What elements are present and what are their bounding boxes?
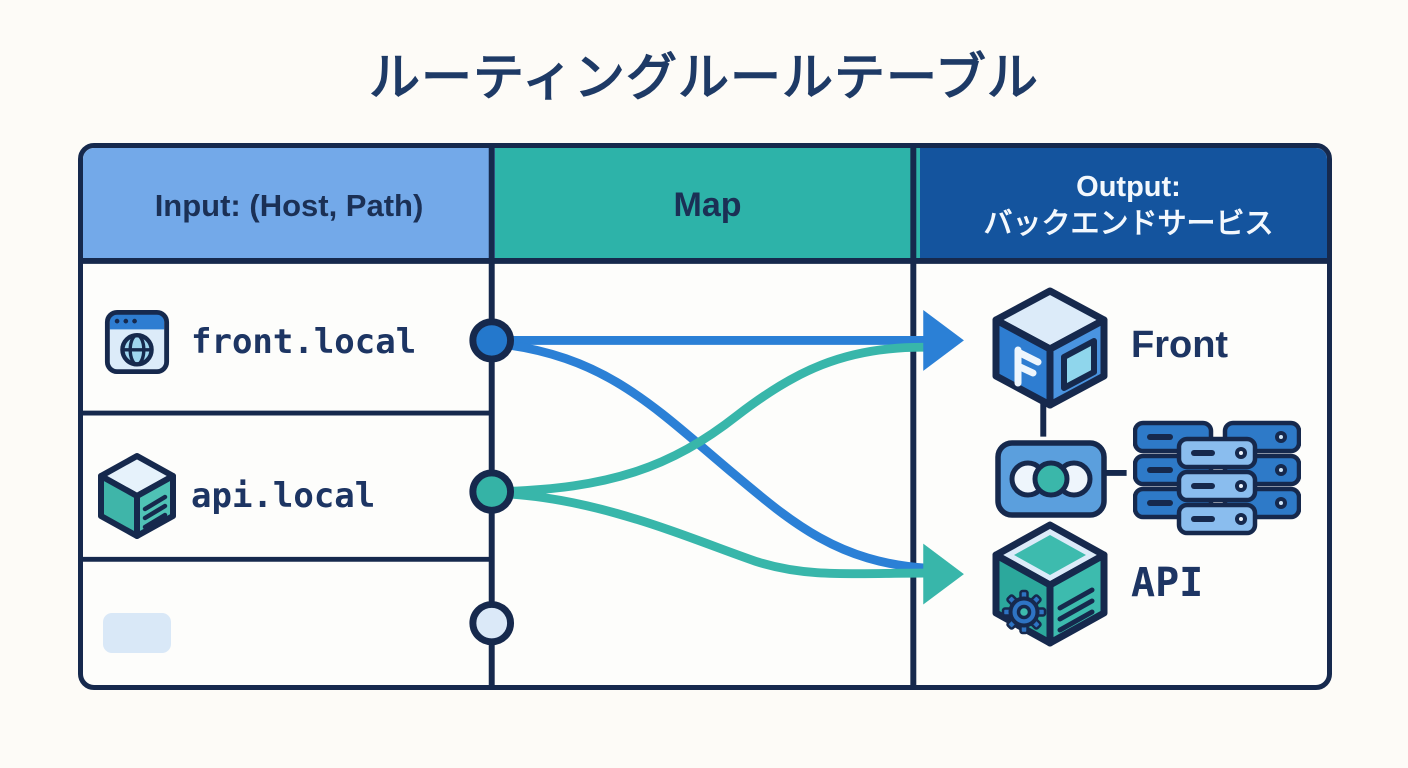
front-service-cube-icon [988, 286, 1112, 410]
input-row-empty [83, 567, 495, 685]
host-label-front-local: front.local [191, 322, 417, 362]
header-input: Input: (Host, Path) [83, 148, 495, 263]
mapping-links [495, 335, 931, 579]
header-output: Output: バックエンドサービス [920, 148, 1327, 263]
output-label-api: API [1131, 560, 1204, 606]
header-output-label-line1: Output: [1076, 170, 1181, 203]
output-label-front: Front [1131, 324, 1229, 366]
link-teal-down-curve [495, 489, 931, 579]
empty-placeholder [103, 613, 171, 653]
link-blue-curve [499, 339, 931, 573]
header-input-label: Input: (Host, Path) [154, 187, 424, 223]
input-row-api-local: api.local [83, 418, 495, 567]
load-balancer-icon [995, 440, 1107, 518]
input-row-front-local: front.local [83, 263, 495, 418]
browser-window-icon [103, 308, 171, 376]
header-output-label-line2: バックエンドサービス [983, 207, 1274, 240]
header-map: Map [495, 148, 920, 263]
host-label-api-local: api.local [191, 476, 376, 516]
arrowhead-front-icon [923, 309, 964, 371]
page-title: ルーティングルールテーブル [369, 49, 1039, 108]
gear-icon [1001, 589, 1047, 635]
arrowhead-api-icon [923, 543, 964, 605]
routing-rule-table: Input: (Host, Path) Map Output: バックエンドサー… [78, 143, 1332, 690]
api-service-cube-icon [988, 520, 1112, 650]
link-teal-up-curve [495, 342, 931, 497]
server-rack-icon [1132, 420, 1302, 545]
package-cube-icon [95, 452, 179, 540]
header-map-label: Map [673, 186, 742, 224]
